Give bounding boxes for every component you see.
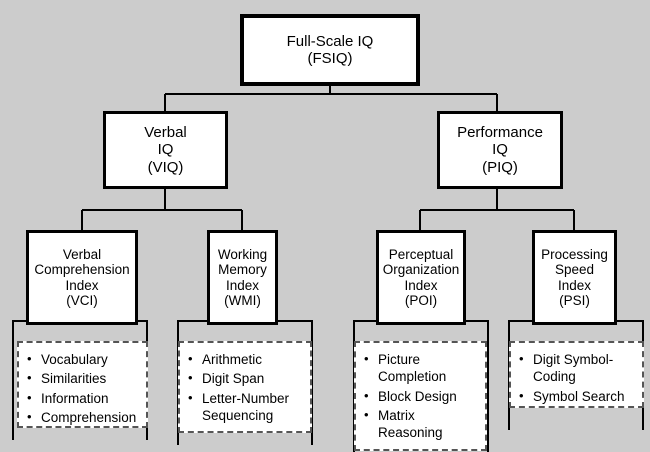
subtest-item: • Picture Completion [360, 351, 479, 386]
node-poi-line1: Perceptual [388, 246, 454, 262]
node-verbal-comprehension-index[interactable]: Verbal Comprehension Index (VCI) [26, 230, 138, 325]
subtest-list-vci: • Vocabulary • Similarities • Information • Com… [17, 341, 148, 428]
node-vci-line4: (VCI) [66, 292, 98, 308]
node-poi-line3: Index [404, 277, 438, 293]
node-piq-line3: (PIQ) [482, 158, 518, 176]
subtest-item-label: Information [41, 390, 109, 406]
node-psi-line3: Index [557, 277, 592, 293]
bullet-icon: • [364, 406, 369, 422]
bullet-icon: • [519, 351, 524, 366]
node-full-scale-iq[interactable]: Full-Scale IQ (FSIQ) [240, 14, 420, 86]
node-performance-iq[interactable]: Performance IQ (PIQ) [437, 111, 563, 189]
subtest-item-label: Matrix Reasoning [378, 407, 443, 441]
subtest-item-label: Similarities [41, 371, 107, 387]
subtest-item: • Symbol Search [515, 388, 636, 405]
bullet-icon: • [188, 351, 193, 366]
subtest-item: • Digit Symbol-Coding [515, 351, 636, 386]
node-wmi-line3: Index [225, 277, 260, 293]
subtest-list-wmi: • Arithmetic • Digit Span • Letter-Number Seq… [178, 341, 312, 433]
subtest-item: • Block Design [360, 388, 479, 405]
subtest-item-label: Picture Completion [378, 352, 447, 385]
subtest-item-label: Comprehension [41, 409, 137, 425]
node-wmi-line4: (WMI) [224, 292, 261, 308]
subtest-item: • Arithmetic [184, 351, 304, 368]
subtest-item-label: Digit Symbol-Coding [533, 352, 614, 385]
bullet-icon: • [188, 389, 193, 405]
subtest-list-psi: • Digit Symbol-Coding • Symbol Search [509, 341, 644, 408]
subtest-item: • Vocabulary [23, 351, 140, 368]
subtest-item-label: Letter-Number Sequencing [202, 390, 290, 423]
node-vci-line2: Comprehension [34, 262, 130, 278]
node-piq-line1: Performance [457, 124, 543, 142]
node-fsiq-line1: Full-Scale IQ [286, 32, 374, 50]
node-psi-line1: Processing [541, 246, 608, 262]
node-viq-line1: Verbal [144, 124, 187, 142]
subtest-item-label: Symbol Search [533, 388, 625, 404]
node-psi-line4: (PSI) [559, 292, 590, 308]
subtest-items-poi: • Picture Completion • Block Design • Matrix … [360, 351, 479, 441]
node-viq-line2: IQ [157, 141, 174, 159]
subtest-items-wmi: • Arithmetic • Digit Span • Letter-Number Seq… [184, 351, 304, 424]
bullet-icon: • [364, 351, 369, 366]
subtest-item-label: Block Design [378, 388, 457, 404]
subtest-item: • Digit Span [184, 370, 304, 387]
node-fsiq-line2: (FSIQ) [307, 50, 353, 67]
subtest-item: • Information [23, 390, 140, 407]
subtest-item-label: Arithmetic [202, 352, 263, 367]
node-wmi-line1: Working [217, 246, 268, 262]
bullet-icon: • [188, 370, 193, 386]
node-processing-speed-index[interactable]: Processing Speed Index (PSI) [532, 230, 617, 325]
bullet-icon: • [27, 389, 32, 405]
node-working-memory-index[interactable]: Working Memory Index (WMI) [207, 230, 278, 325]
node-poi-line4: (POI) [404, 292, 438, 308]
node-viq-line3: (VIQ) [147, 158, 184, 176]
node-perceptual-organization-index[interactable]: Perceptual Organization Index (POI) [376, 230, 466, 325]
subtest-item-label: Vocabulary [41, 352, 108, 367]
subtest-list-poi: • Picture Completion • Block Design • Matrix … [354, 341, 487, 451]
node-vci-line3: Index [65, 277, 99, 293]
subtest-item: • Similarities [23, 370, 140, 387]
node-vci-line1: Verbal [62, 246, 102, 262]
subtest-items-psi: • Digit Symbol-Coding • Symbol Search [515, 351, 636, 405]
node-verbal-iq[interactable]: Verbal IQ (VIQ) [103, 111, 228, 189]
bullet-icon: • [27, 370, 32, 386]
node-psi-line2: Speed [554, 262, 595, 278]
subtest-item-label: Digit Span [202, 371, 265, 387]
node-piq-line2: IQ [492, 141, 508, 159]
bullet-icon: • [27, 351, 32, 366]
node-poi-line2: Organization [382, 262, 460, 278]
node-wmi-line2: Memory [218, 262, 267, 278]
subtest-item: • Comprehension [23, 409, 140, 426]
bullet-icon: • [364, 387, 369, 403]
subtest-item: • Letter-Number Sequencing [184, 390, 304, 425]
bullet-icon: • [27, 408, 32, 424]
bullet-icon: • [519, 387, 524, 403]
subtest-item: • Matrix Reasoning [360, 407, 479, 442]
subtest-items-vci: • Vocabulary • Similarities • Information • Com… [23, 351, 140, 426]
